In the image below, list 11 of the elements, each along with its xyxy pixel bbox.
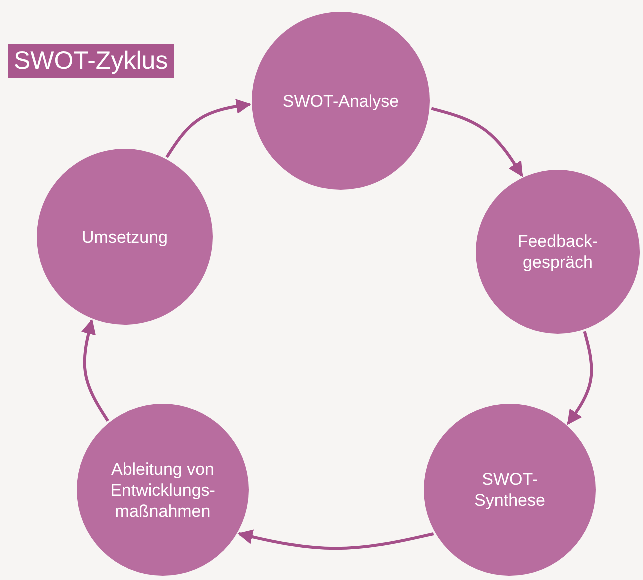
- cycle-arrow: [566, 331, 594, 426]
- step-label: Feedback-gespräch: [516, 231, 600, 273]
- cycle-arrow: [431, 107, 524, 178]
- step-label: Umsetzung: [81, 226, 169, 248]
- step-label: SWOT-Analyse: [282, 90, 400, 112]
- step-label: SWOT-Synthese: [474, 469, 546, 511]
- cycle-arrow: [166, 99, 252, 158]
- cycle-arrow: [238, 530, 434, 550]
- step-label: Ableitung von Entwicklungs-maßnahmen: [110, 458, 216, 522]
- cycle-arrow: [82, 319, 110, 422]
- diagram-title: SWOT-Zyklus: [8, 44, 174, 78]
